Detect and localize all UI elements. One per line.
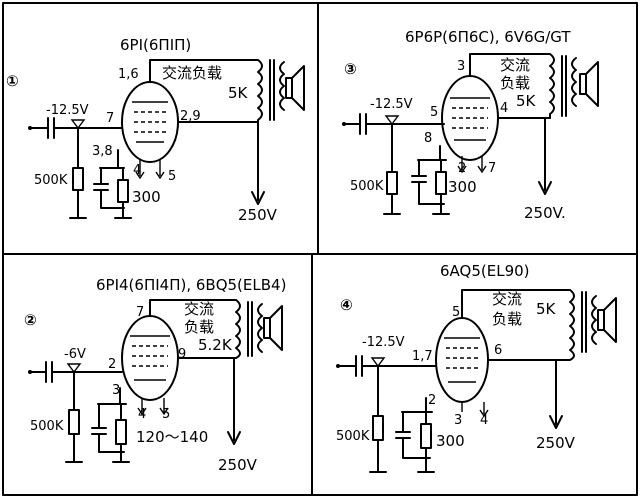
panel-3-bias: -12.5V	[370, 97, 413, 112]
panel-2-number: ②	[24, 311, 37, 329]
panel-4-supply: 250V	[536, 434, 576, 452]
panel-3-pin-grid: 5	[430, 105, 438, 120]
panel-2-transformer	[235, 299, 241, 359]
panel-4-pin-anode: 6	[494, 343, 502, 358]
panel-1-pins-top: 1,6	[118, 67, 139, 82]
panel-1-grid-r: 500K	[34, 173, 68, 188]
panel-1-load-value: 5K	[228, 84, 249, 102]
panel-1-speaker	[285, 77, 293, 99]
panel-1-pin-grid: 7	[106, 111, 114, 126]
panel-4-bias: -12.5V	[362, 335, 405, 350]
panel-1-pin-b: 5	[168, 169, 176, 184]
panel-3-pin-anode: 4	[500, 101, 508, 116]
panel-4-transformer	[569, 289, 575, 361]
panel-4-grid-r: 500K	[336, 429, 370, 444]
panel-4-grid-resistor	[372, 415, 384, 441]
panel-1: ① 6PI(6ПIП) 1,6 7 2,9 3,8 4 5 交流负载 5K	[6, 36, 305, 224]
panel-4-cathode-r: 300	[436, 432, 465, 450]
panel-3-load-3: 5K	[516, 92, 537, 110]
panel-2-grid-resistor	[68, 409, 80, 435]
panel-3-number: ③	[344, 60, 357, 78]
panel-3-grid-r: 500K	[350, 179, 384, 194]
panel-4-pin-b: 4	[480, 413, 488, 428]
panel-3-supply: 250V.	[524, 204, 566, 222]
panel-2: ② 6PI4(6ПI4П), 6BQ5(ELB4) 7 2 9 3 4 5 交流…	[24, 276, 286, 474]
panel-3-load-2: 负载	[500, 74, 530, 92]
panel-4-pin-grid: 1,7	[412, 349, 433, 364]
panel-1-pin-a: 4	[133, 163, 141, 178]
panel-1-grid-resistor	[72, 167, 84, 191]
panel-1-tube-label: 6PI(6ПIП)	[120, 36, 191, 54]
panel-2-pin-b: 5	[162, 407, 170, 422]
panel-2-tube	[121, 315, 179, 401]
panel-2-pin-cathode: 3	[112, 383, 120, 398]
panel-1-bias: -12.5V	[46, 103, 89, 118]
panel-4-pin-top: 5	[452, 305, 460, 320]
panel-3-pin-cathode: 8	[424, 131, 432, 146]
panel-1-pin-anode: 2,9	[180, 109, 201, 124]
panel-1-supply: 250V	[238, 206, 278, 224]
panel-2-cathode-resistor	[115, 419, 127, 445]
panel-2-pin-grid: 2	[108, 357, 116, 372]
panel-4-pin-cathode: 2	[428, 393, 436, 408]
panel-2-bias: -6V	[64, 347, 86, 362]
panel-4-tube-label: 6AQ5(EL90)	[440, 262, 530, 280]
panel-2-load-1: 交流	[184, 300, 214, 318]
panel-3-pin-top: 3	[457, 59, 465, 74]
panel-4-load-1: 交流	[492, 290, 522, 308]
panel-2-speaker	[263, 317, 271, 339]
panel-1-tube-grids	[132, 101, 168, 143]
panel-4-pin-a: 3	[454, 413, 462, 428]
panel-2-pin-anode: 9	[178, 347, 186, 362]
panel-3-load-1: 交流	[500, 56, 530, 74]
panel-4-cathode-resistor	[420, 423, 432, 449]
panel-3-transformer	[549, 53, 555, 119]
panel-1-cathode-resistor	[117, 179, 129, 203]
panel-3-cathode-r: 300	[448, 178, 477, 196]
panel-1-number: ①	[6, 72, 19, 90]
panel-1-transformer	[257, 59, 263, 123]
panel-3-cathode-resistor	[435, 171, 447, 195]
panel-2-pin-top: 7	[136, 305, 144, 320]
panel-4-load-2: 负载	[492, 310, 522, 328]
panel-4-speaker	[597, 309, 605, 331]
panel-2-supply: 250V	[218, 456, 258, 474]
panel-2-grid-r: 500K	[30, 419, 64, 434]
panel-1-load-label: 交流负载	[162, 64, 222, 82]
panel-2-load-2: 负载	[184, 318, 214, 336]
panel-4-load-3: 5K	[536, 300, 557, 318]
panel-4: ④ 6AQ5(EL90) 5 1,7 6 2 3 4 交流 负载 5K 250V	[336, 262, 617, 473]
panel-3-pin-b: 7	[488, 161, 496, 176]
panel-3-grid-resistor	[386, 171, 398, 195]
panel-2-cathode-r: 120～140	[136, 428, 208, 446]
panel-4-number: ④	[340, 296, 353, 314]
panel-3: ③ 6P6P(6П6C), 6V6G/GT 3 5 4 8 2 7 交流 负载 …	[342, 28, 599, 222]
panel-3-speaker	[579, 73, 587, 95]
panel-1-cathode-r: 300	[132, 188, 161, 206]
panel-2-load-3: 5.2K	[198, 336, 233, 354]
panel-4-tube	[435, 317, 489, 403]
panel-3-tube-label: 6P6P(6П6C), 6V6G/GT	[405, 28, 571, 46]
panel-1-pins-cathode: 3,8	[92, 144, 113, 159]
panel-2-tube-label: 6PI4(6ПI4П), 6BQ5(ELB4)	[96, 276, 286, 294]
